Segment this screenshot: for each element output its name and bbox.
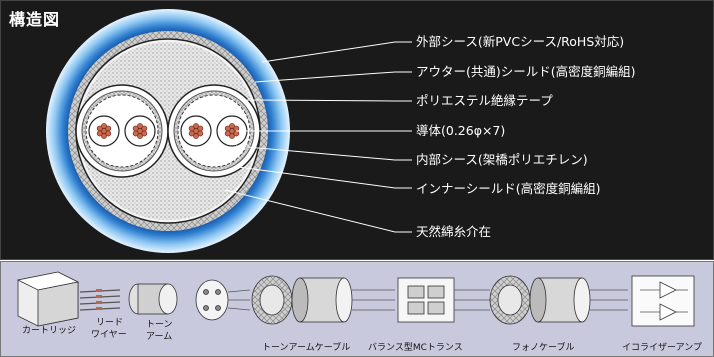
mc-transformer-illustration: [397, 277, 490, 323]
label-mc-transformer: バランス型MCトランス: [368, 343, 463, 353]
tonearm-cable-illustration: [251, 275, 395, 325]
cartridge-illustration: [16, 271, 80, 327]
callout-inner-sheath: 内部シース(架橋ポリエチレン): [416, 152, 588, 167]
lead-wire-illustration: [79, 289, 121, 311]
label-eq-amp: イコライザーアンプ: [622, 343, 703, 353]
connector-plate-illustration: [195, 279, 251, 321]
signal-chain-panel: [0, 261, 714, 357]
label-tonearm-1: トーン: [146, 320, 173, 330]
callout-cotton-filler: 天然綿糸介在: [416, 224, 492, 239]
label-cartridge: カートリッジ: [22, 326, 77, 336]
label-tonearm-cable: トーンアームケーブル: [262, 343, 351, 353]
callout-inner-shield: インナーシールド(高密度銅編組): [416, 181, 601, 196]
leader-lines: [224, 41, 412, 233]
left-conductor-pair: [75, 84, 169, 178]
phono-cable-illustration: [489, 275, 628, 325]
label-phono-cable: フォノケーブル: [512, 343, 575, 353]
tonearm-illustration: [128, 283, 178, 315]
label-tonearm-2: アーム: [146, 332, 173, 342]
callout-outer-shield: アウター(共通)シールド(高密度銅編組): [416, 64, 636, 79]
callout-conductor: 導体(0.26φ×7): [416, 123, 506, 138]
equalizer-amp-illustration: [631, 275, 695, 327]
callout-polyester-tape: ポリエステル絶縁テープ: [416, 93, 553, 108]
label-lead-wire-2: ワイヤー: [91, 330, 127, 340]
right-conductor-pair: [167, 84, 261, 178]
callout-outer-sheath: 外部シース(新PVCシース/RoHS対応): [416, 34, 625, 49]
diagram-title: 構造図: [9, 10, 61, 29]
label-lead-wire-1: リード: [96, 318, 124, 328]
